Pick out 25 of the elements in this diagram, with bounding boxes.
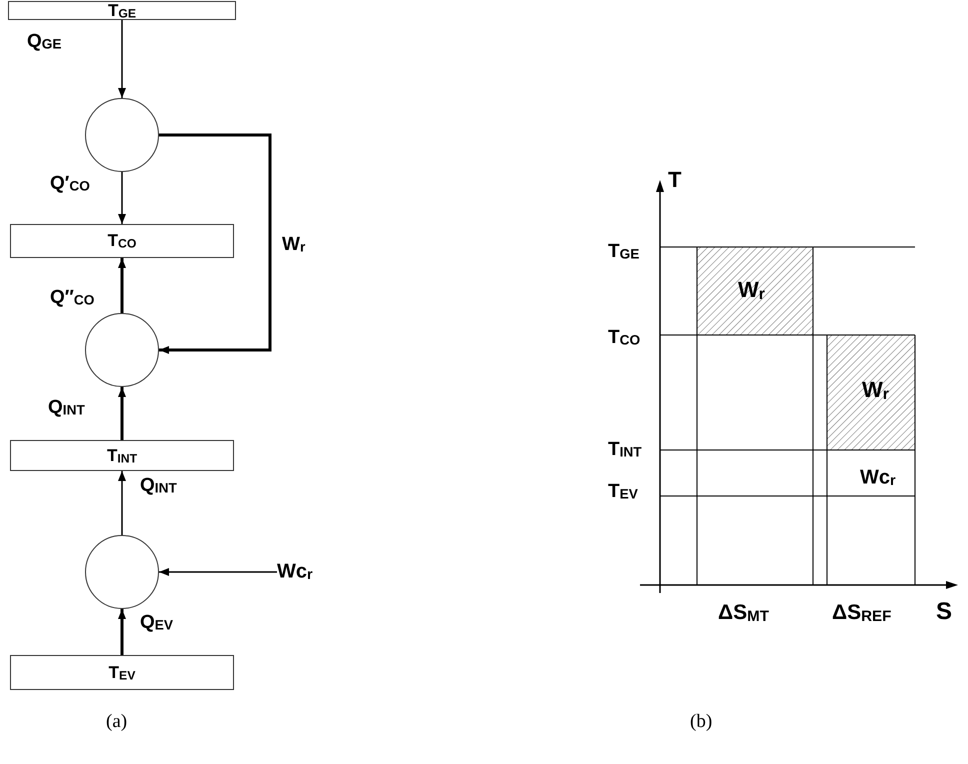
axis-label: S (936, 598, 952, 626)
axis-label: Wc$_{r}$ (860, 466, 896, 490)
arrow (118, 387, 126, 440)
temperature-box: T$_{CO}$ (10, 224, 234, 258)
panel-caption: (b) (690, 711, 712, 733)
temperature-box: T$_{INT}$ (10, 440, 234, 471)
temperature-box: T$_{GE}$ (8, 1, 236, 20)
arrow (118, 471, 126, 535)
temperature-box: T$_{EV}$ (10, 655, 234, 690)
arrow (118, 20, 126, 98)
circle-node (85, 535, 159, 609)
circle-node (85, 313, 159, 387)
arrow (118, 258, 126, 313)
panel-caption: (a) (106, 711, 128, 733)
axis-label: W$_{r}$ (862, 377, 889, 403)
axis-label: W$_{r}$ (738, 277, 765, 303)
work-label: Wc$_{r}$ (277, 560, 313, 584)
arrow (118, 172, 126, 224)
circle-node (85, 98, 159, 172)
arrow (118, 609, 126, 655)
arrow (159, 134, 272, 354)
axis-label: ΔS$_{REF}$ (832, 601, 892, 625)
axis-label: T (668, 167, 682, 193)
axis-label: ΔS$_{MT}$ (718, 601, 769, 625)
arrow (159, 568, 277, 576)
